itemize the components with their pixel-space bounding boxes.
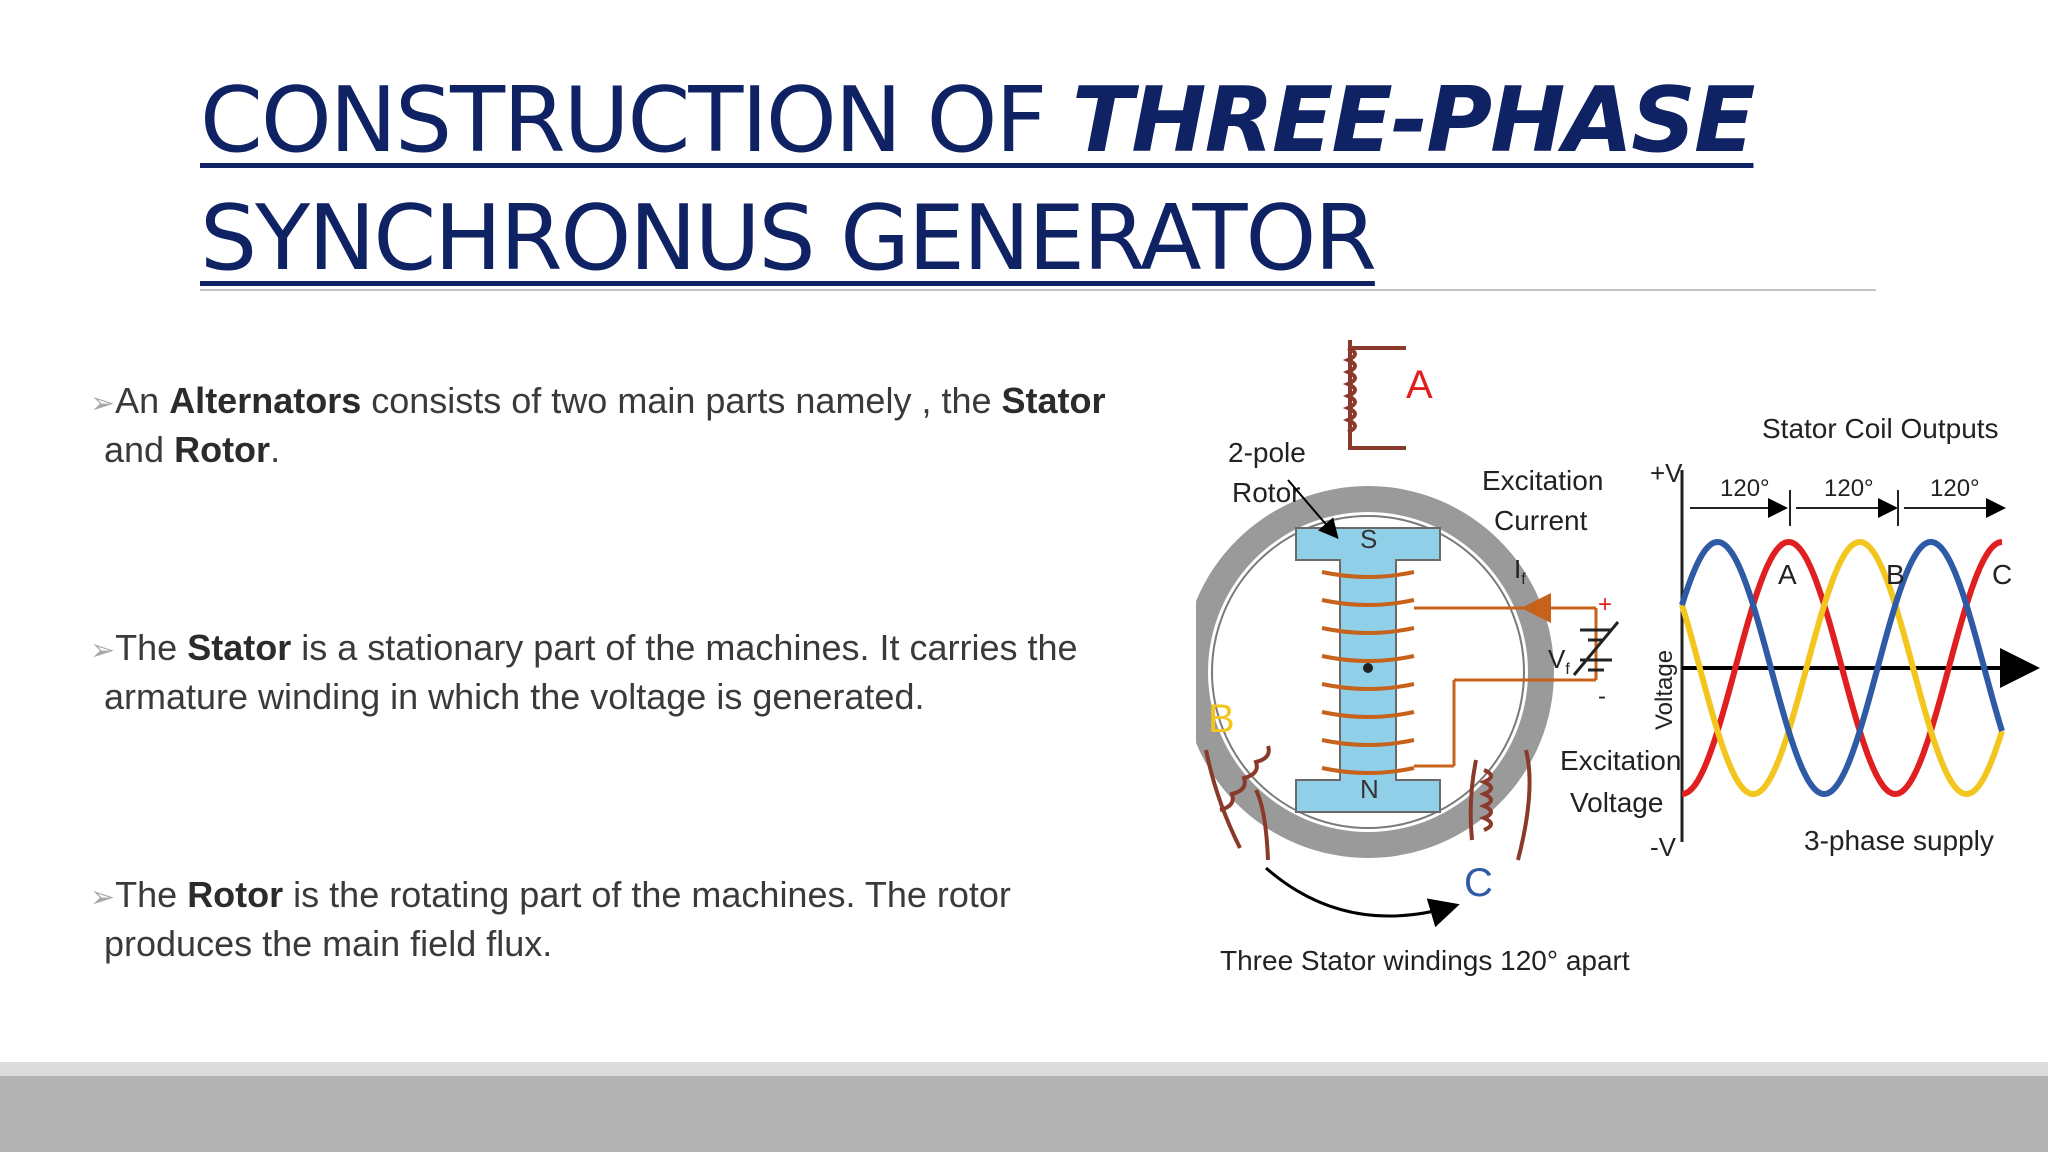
phase-b-wave: [1679, 538, 2005, 798]
rotor-label-1: 2-pole: [1228, 437, 1306, 468]
coil-c-label: C: [1464, 861, 1493, 905]
excitation-current-label-1: Excitation: [1482, 465, 1603, 496]
plus-label: +: [1598, 591, 1612, 618]
bullet-bold-term: Stator: [1001, 380, 1106, 421]
bullet-alternator-parts: ➢An Alternators consists of two main par…: [90, 378, 1130, 473]
rotor-pointer-icon: [1287, 479, 1339, 540]
bullet-text: The: [115, 627, 188, 668]
bullet-stator: ➢The Stator is a stationary part of the …: [90, 625, 1130, 720]
slide-title: CONSTRUCTION OF THREE-PHASE SYNCHRONUS G…: [200, 62, 1760, 298]
generator-cross-section: A S N: [1196, 340, 1681, 976]
excitation-wires: [1414, 606, 1598, 768]
footer-bar: [0, 1076, 2048, 1152]
title-text-1: CONSTRUCTION OF: [200, 68, 1072, 173]
rotor: [1295, 527, 1441, 813]
voltage-axis-label: Voltage: [1651, 650, 1678, 730]
bullet-bold-term: Rotor: [174, 429, 271, 470]
phase-c-wave: [1679, 538, 2005, 798]
bullet-arrow-icon: ➢: [90, 881, 116, 914]
minus-label: -: [1598, 683, 1606, 710]
bullet-arrow-icon: ➢: [90, 387, 116, 420]
excitation-voltage-label-2: Voltage: [1570, 787, 1663, 818]
title-text-2: SYNCHRONUS GENERATOR: [200, 186, 1377, 291]
battery-icon: [1572, 621, 1620, 676]
bullet-text: is a stationary part of the machines. It…: [104, 627, 1078, 717]
plus-v-label: +V: [1650, 458, 1683, 488]
pole-s-label: S: [1360, 524, 1377, 554]
if-label: If: [1514, 554, 1526, 588]
angle-dimension-lines: [1690, 490, 2006, 526]
bullet-rotor: ➢The Rotor is the rotating part of the m…: [90, 872, 1130, 967]
phase-a-label: A: [1778, 559, 1797, 590]
minus-v-label: -V: [1650, 832, 1677, 862]
coil-b-label: B: [1208, 697, 1235, 741]
bullet-arrow-icon: ➢: [90, 634, 116, 667]
bullet-bold-term: Stator: [187, 627, 292, 668]
generator-diagram: A S N: [1196, 340, 2040, 976]
angle-label-2: 120°: [1824, 475, 1874, 502]
bullet-text: .: [270, 429, 281, 470]
bullet-text: consists of two main parts namely , the: [361, 380, 1002, 421]
coil-a-label: A: [1406, 363, 1433, 407]
bullet-text: The: [115, 874, 188, 915]
generator-figure: A S N: [1196, 330, 2048, 1030]
coil-b-icon: [1204, 745, 1271, 861]
waveform-title: Stator Coil Outputs: [1762, 413, 1999, 444]
excitation-voltage-label-1: Excitation: [1560, 745, 1681, 776]
pole-n-label: N: [1360, 774, 1379, 804]
angle-label-1: 120°: [1720, 475, 1770, 502]
phase-a-wave: [1681, 538, 2003, 798]
bullet-text: is the rotating part of the machines. Th…: [104, 874, 1011, 964]
bullet-text: An: [115, 380, 170, 421]
phase-waves: [1679, 538, 2005, 798]
waveform-plot: Stator Coil Outputs +V -V Voltage 120° 1…: [1650, 413, 2040, 862]
excitation-current-label-2: Current: [1494, 505, 1588, 536]
bullet-text: and: [104, 429, 175, 470]
title-divider: [200, 289, 1876, 291]
vf-label: Vf: [1548, 644, 1570, 678]
stator-windings-caption: Three Stator windings 120° apart: [1220, 945, 1630, 976]
phase-c-label: C: [1992, 559, 2012, 590]
footer-stripe: [0, 1062, 2048, 1076]
title-emphasis: THREE-PHASE: [1071, 68, 1756, 173]
phase-b-label: B: [1886, 559, 1905, 590]
waveform-caption: 3-phase supply: [1804, 825, 1994, 856]
angle-label-3: 120°: [1930, 475, 1980, 502]
bullet-bold-term: Alternators: [169, 380, 362, 421]
bullet-list: ➢An Alternators consists of two main par…: [90, 378, 1130, 1119]
coil-a-icon: [1342, 340, 1406, 450]
coil-c-icon: [1468, 749, 1532, 861]
rotation-arrow-icon: [1265, 866, 1460, 928]
bullet-bold-term: Rotor: [187, 874, 284, 915]
